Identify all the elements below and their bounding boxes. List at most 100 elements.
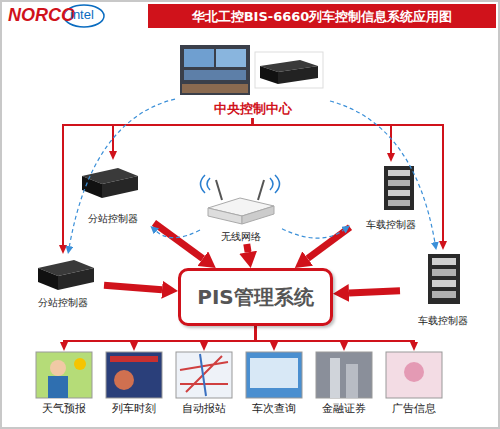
rack-slot [388, 200, 410, 206]
router-side [242, 206, 274, 224]
node-label: 分站控制器 [72, 212, 154, 226]
control-room-photo [180, 45, 250, 95]
rack-slot [432, 291, 456, 298]
photo-frame [180, 45, 250, 95]
thumbnail-figure [48, 376, 68, 398]
control-line [134, 326, 256, 342]
service-screen: 车次查询 [243, 350, 305, 416]
data-arrow [349, 291, 400, 293]
control-line [64, 326, 256, 342]
wireless-network: 无线网络 [200, 174, 282, 244]
control-line [256, 326, 345, 342]
service-screen: 列车时刻 [103, 350, 165, 416]
rack-slot [388, 190, 410, 196]
thumbnail-sun [74, 358, 86, 370]
router-front [208, 208, 242, 224]
thumbnail [106, 352, 162, 398]
thumbnail [176, 352, 232, 398]
service-screen: 天气预报 [33, 350, 95, 416]
control-line [253, 118, 444, 241]
box-side [82, 176, 102, 198]
thumbnail [316, 352, 372, 398]
title-banner [148, 4, 496, 28]
thumbnail-figure [114, 370, 134, 390]
node-label: 分站控制器 [22, 296, 104, 310]
brand-logo: intel [70, 7, 94, 22]
rack-slot [388, 180, 410, 186]
desk [182, 84, 248, 93]
rack-slot [432, 258, 456, 265]
thumbnail-bar [110, 356, 158, 362]
node-label: 车载控制器 [350, 218, 432, 232]
thumbnail-figure [404, 362, 424, 382]
rack [384, 166, 414, 210]
data-arrow [104, 285, 162, 290]
wireless-link [69, 99, 175, 246]
rack-device [428, 254, 460, 304]
screen [184, 49, 214, 67]
wireless-link [156, 230, 200, 238]
rack [428, 254, 460, 304]
station-controller: 分站控制器 [22, 254, 104, 310]
node-label: 列车时刻 [103, 401, 165, 416]
control-line [253, 118, 392, 153]
box-side [38, 268, 58, 290]
service-screen: 自动报站 [173, 350, 235, 416]
node-label: 无线网络 [200, 230, 282, 244]
service-screen: 广告信息 [383, 350, 445, 416]
photo-frame [255, 52, 323, 88]
node-label: 车载控制器 [400, 314, 486, 328]
antenna [216, 180, 222, 200]
wireless-link [282, 229, 343, 238]
wireless-link [330, 101, 435, 242]
controller-device [82, 168, 138, 198]
control-line [204, 326, 256, 342]
vehicle-controller: 车载控制器 [350, 162, 432, 232]
node-label: 自动报站 [173, 401, 235, 416]
antenna [258, 180, 264, 200]
thumbnail-building [346, 364, 358, 398]
vehicle-controller: 车载控制器 [400, 250, 486, 328]
thumbnail-table [250, 358, 298, 388]
thumbnail [246, 352, 302, 398]
thumbnail-building [330, 358, 340, 398]
box-front [58, 268, 94, 290]
box-front [278, 66, 318, 84]
box-side [260, 66, 278, 84]
diagram-title: 华北工控BIS-6660列车控制信息系统应用图 [148, 8, 496, 26]
rack-slot [432, 280, 456, 287]
rack-slot [432, 269, 456, 276]
wifi-waves [201, 175, 211, 193]
node-label: 天气预报 [33, 401, 95, 416]
router-device [201, 175, 280, 224]
data-arrow [247, 244, 248, 252]
thumbnail [36, 352, 92, 398]
control-line [256, 326, 415, 342]
wifi-waves [270, 175, 280, 193]
thumbnail-figure [50, 360, 66, 376]
node-label: 中央控制中心 [175, 100, 330, 118]
server-box [255, 52, 323, 88]
thumbnail-map [200, 354, 206, 396]
node-label: 车次查询 [243, 401, 305, 416]
service-screen: 金融证券 [313, 350, 375, 416]
control-center: 中央控制中心 [175, 42, 330, 118]
screen [216, 49, 246, 67]
node-label: PIS管理系统 [197, 284, 314, 311]
node-label: 金融证券 [313, 401, 375, 416]
station-controller: 分站控制器 [72, 160, 154, 226]
box-front [102, 176, 138, 198]
control-line [113, 118, 253, 151]
data-arrow [308, 227, 350, 258]
pis-system-box: PIS管理系统 [178, 268, 333, 326]
data-arrow [154, 223, 203, 259]
brand-logo: NORCO [8, 5, 75, 26]
screen-thumbnails [36, 352, 442, 398]
thumbnail [386, 352, 442, 398]
node-label: 广告信息 [383, 401, 445, 416]
screen [184, 70, 246, 80]
